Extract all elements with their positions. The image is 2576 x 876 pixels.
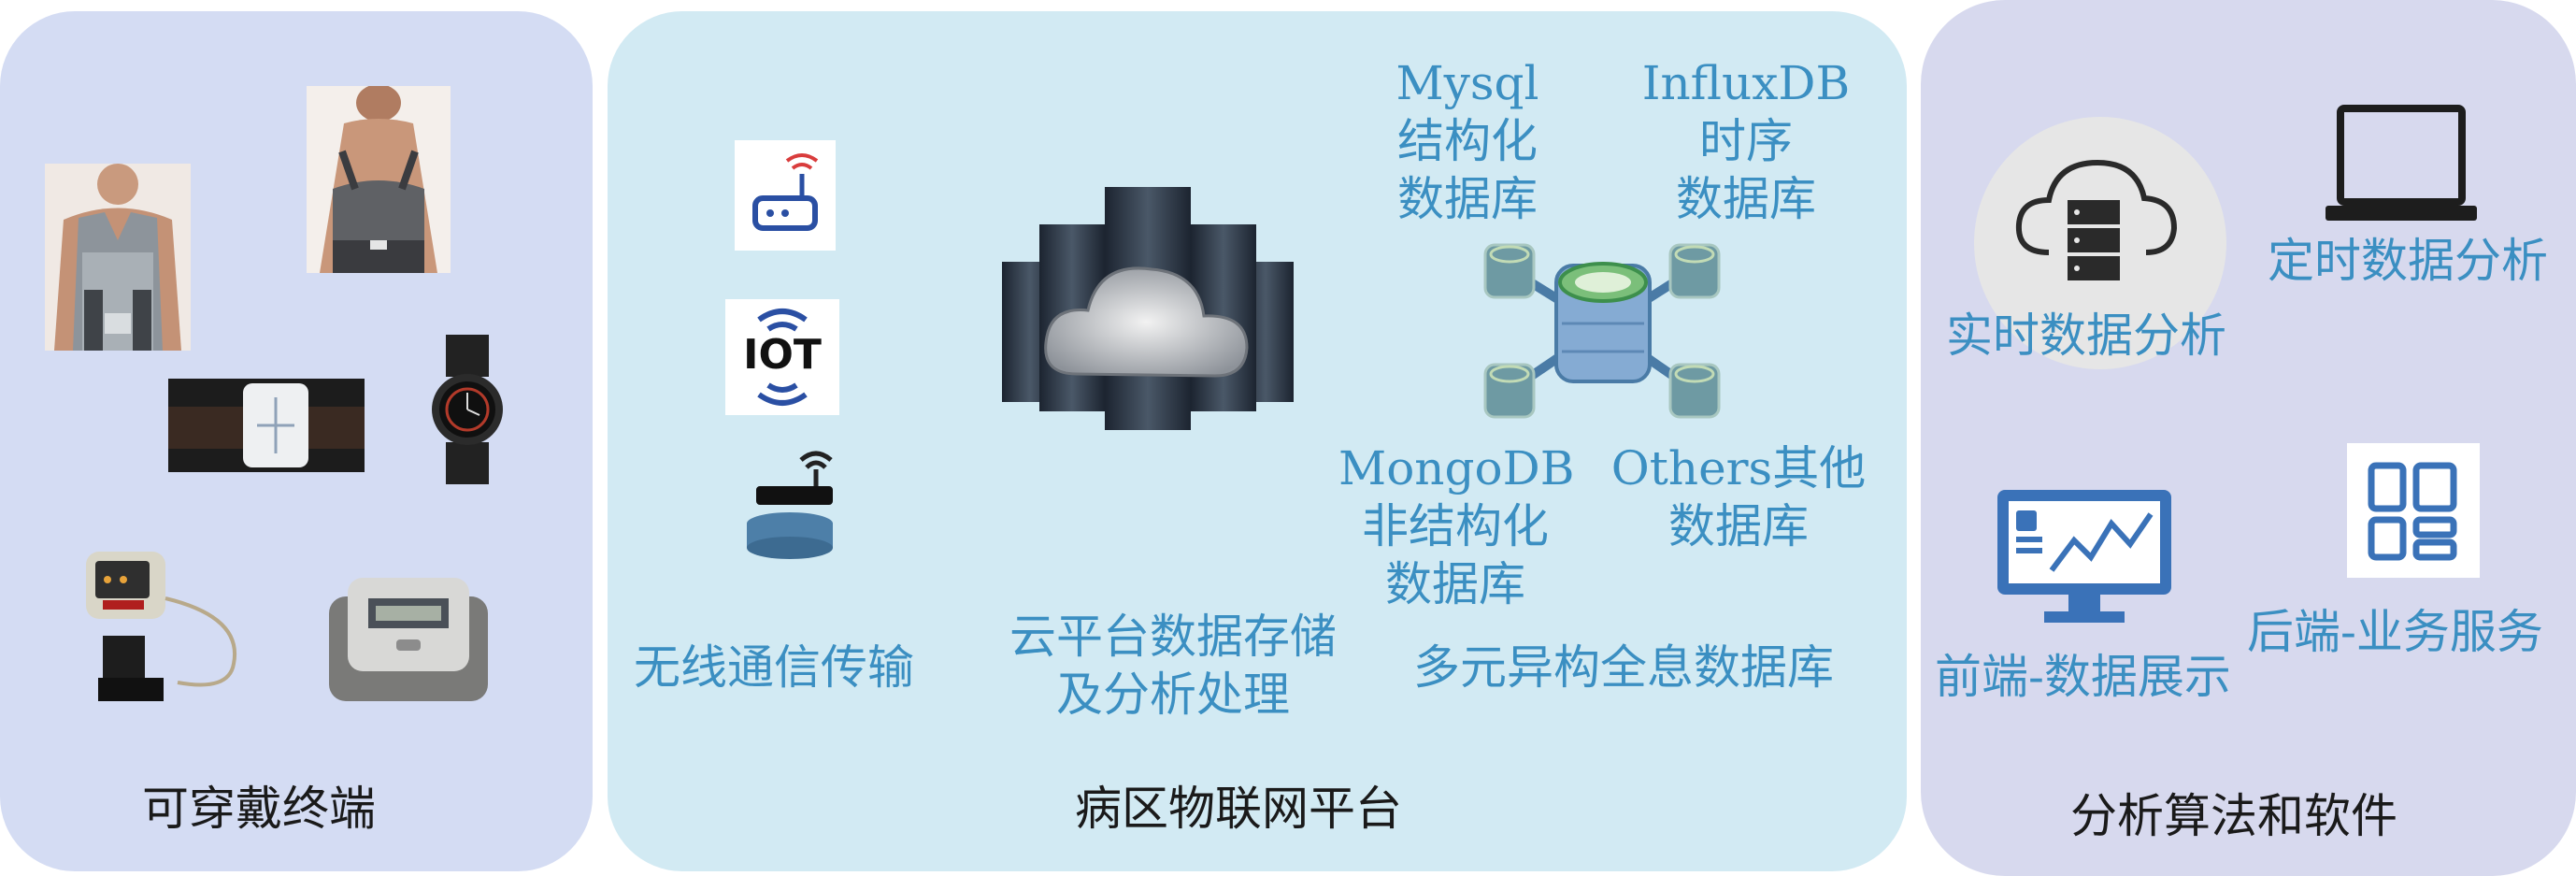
influxdb-type: 时序 xyxy=(1699,114,1793,168)
mongodb-label: MongoDB 非结构化 数据库 xyxy=(1338,439,1575,613)
scheduled-label: 定时数据分析 xyxy=(2268,234,2548,288)
cloud-label-line1: 云平台数据存储 xyxy=(1009,610,1337,664)
others-db-label: Others其他 数据库 xyxy=(1608,439,1869,555)
mysql-type: 结构化 xyxy=(1397,114,1538,168)
database-network-icon xyxy=(1483,243,1721,419)
cloud-server-icon xyxy=(1002,187,1294,430)
influxdb-suffix: 数据库 xyxy=(1676,172,1816,226)
wireless-gateway-icon xyxy=(747,451,833,559)
cloud-label-line2: 及分析处理 xyxy=(1056,668,1290,722)
iot-icon: IOT xyxy=(725,299,839,415)
influxdb-name: InfluxDB xyxy=(1641,56,1851,110)
analysis-caption: 分析算法和软件 xyxy=(2070,789,2397,843)
wireless-label: 无线通信传输 xyxy=(634,640,914,695)
mysql-name: Mysql xyxy=(1395,56,1539,110)
dashboard-monitor-icon xyxy=(1997,490,2171,623)
platform-caption: 病区物联网平台 xyxy=(1075,782,1402,836)
influxdb-label: InfluxDB 时序 数据库 xyxy=(1640,54,1852,228)
chest-patch-image xyxy=(168,379,365,472)
mysql-suffix: 数据库 xyxy=(1397,172,1538,226)
frontend-label: 前端-数据展示 xyxy=(1935,650,2231,704)
mongodb-type: 非结构化 xyxy=(1362,499,1549,553)
apps-grid-icon xyxy=(2347,443,2480,578)
router-icon xyxy=(735,140,836,251)
mongodb-suffix: 数据库 xyxy=(1385,557,1525,611)
bp-monitor-image xyxy=(329,578,488,701)
vest-image xyxy=(45,164,191,351)
others-db-suffix: 数据库 xyxy=(1668,499,1809,553)
wearable-caption: 可穿戴终端 xyxy=(142,782,376,836)
sports-bra-image xyxy=(307,86,451,273)
mongodb-name: MongoDB xyxy=(1338,441,1575,495)
backend-label: 后端-业务服务 xyxy=(2247,605,2543,659)
laptop-icon xyxy=(2326,105,2477,221)
smartwatch-image xyxy=(432,335,503,484)
mysql-label: Mysql 结构化 数据库 xyxy=(1374,54,1561,228)
cloud-server-outline-icon xyxy=(2015,159,2178,280)
others-db-name: Others其他 xyxy=(1610,441,1867,495)
iot-text: IOT xyxy=(743,331,822,379)
holographic-db-label: 多元异构全息数据库 xyxy=(1413,640,1834,695)
wrist-monitor-image xyxy=(86,552,237,701)
realtime-label: 实时数据分析 xyxy=(1946,309,2226,363)
cloud-label: 云平台数据存储 及分析处理 xyxy=(995,608,1351,724)
